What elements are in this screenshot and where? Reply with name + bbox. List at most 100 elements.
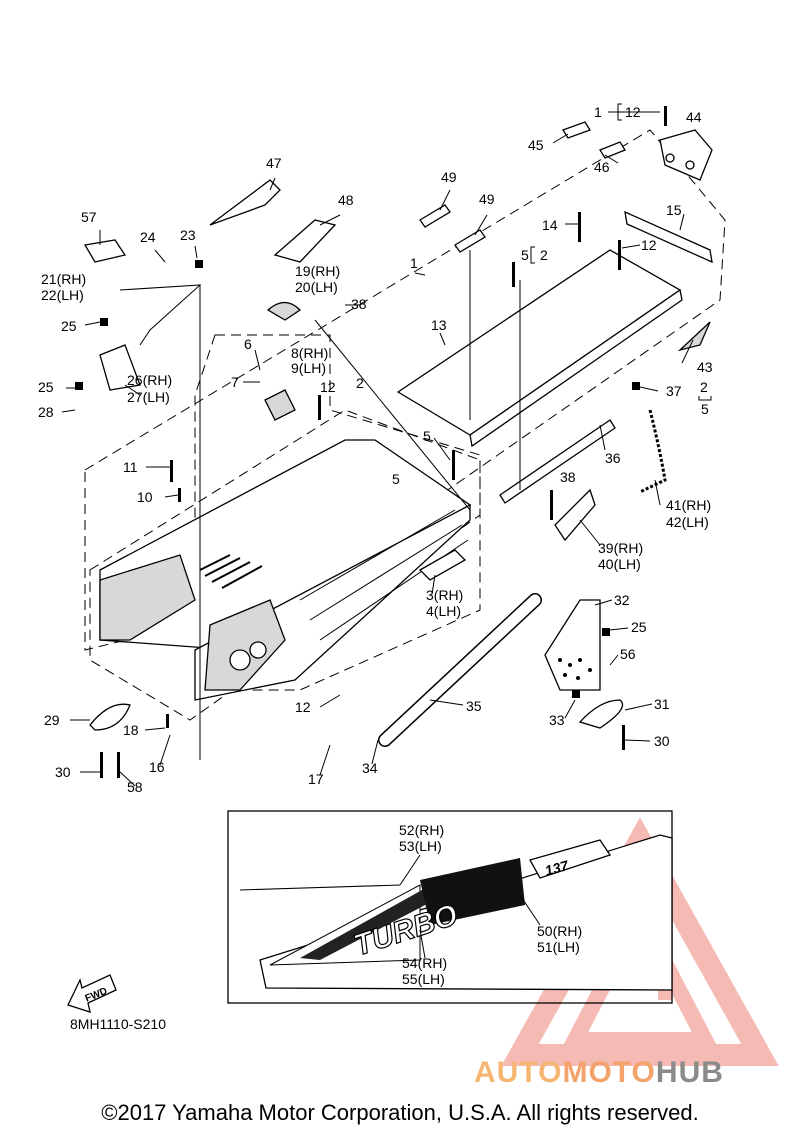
strap-chain — [639, 409, 667, 494]
callout-label: 1 — [410, 255, 418, 271]
callout-label: 43 — [697, 359, 713, 375]
callout-label: 36 — [605, 450, 621, 466]
callout-labels: 1 12 44 45 46 47 49 49 48 57 24 23 19(RH… — [38, 104, 713, 795]
callout-label: 5 — [392, 471, 400, 487]
callout-label: 15 — [666, 202, 682, 218]
callout-label: 30 — [55, 764, 71, 780]
callout-label: 58 — [127, 779, 143, 795]
callout-label: 25 — [61, 318, 77, 334]
leader-lines — [61, 111, 694, 787]
callout-label: 42(LH) — [666, 514, 709, 530]
callout-label: 2 — [540, 247, 548, 263]
callout-label: 33 — [549, 712, 565, 728]
callout-label: 50(RH) — [537, 923, 582, 939]
callout-label: 4(LH) — [426, 603, 461, 619]
callout-label: 5 — [423, 428, 431, 444]
callout-label: 18 — [123, 722, 139, 738]
bracket-26 — [99, 344, 141, 391]
callout-label: 23 — [180, 227, 196, 243]
callout-label: 26(RH) — [127, 372, 172, 388]
callout-label: 55(LH) — [402, 971, 445, 987]
callout-label: 19(RH) — [295, 263, 340, 279]
decal-model-number: 137 — [543, 857, 571, 879]
bracket-3 — [418, 549, 467, 581]
callout-label: 31 — [654, 696, 670, 712]
assembly-boundary-3 — [89, 409, 481, 721]
guard-39 — [554, 488, 596, 542]
callout-label: 49 — [479, 191, 495, 207]
rear-bumper-bracket — [624, 210, 713, 264]
callout-label: 12 — [320, 379, 336, 395]
callout-label: 12 — [295, 699, 311, 715]
callout-label: 24 — [140, 229, 156, 245]
decal-47 — [209, 179, 281, 226]
fasteners — [75, 106, 667, 778]
footrest-plate-32 — [544, 599, 601, 691]
reflector-43 — [677, 321, 711, 352]
callout-label: 6 — [244, 336, 252, 352]
callout-label: 28 — [38, 404, 54, 420]
watermark-wordmark: AUTOMOTOHUB — [474, 1056, 724, 1090]
rail-strip — [499, 419, 616, 504]
callout-label: 12 — [641, 237, 657, 253]
callout-label: 38 — [351, 296, 367, 312]
callout-label: 11 — [123, 459, 138, 475]
diagram-code: 8MH1110-S210 — [70, 1016, 166, 1032]
callout-label: 2 — [700, 379, 708, 395]
callout-label: 25 — [38, 379, 54, 395]
callout-label: 54(RH) — [402, 955, 447, 971]
callout-label: 52(RH) — [399, 822, 444, 838]
callout-label: 7 — [231, 374, 239, 390]
callout-label: 10 — [137, 489, 153, 505]
callout-label: 14 — [542, 217, 558, 233]
callout-label: 20(LH) — [295, 279, 338, 295]
callout-label: 41(RH) — [666, 497, 711, 513]
callout-label: 38 — [560, 469, 576, 485]
callout-label: 16 — [149, 759, 165, 775]
group-brackets — [530, 103, 712, 401]
callout-label: 40(LH) — [598, 556, 641, 572]
forward-arrow-icon: FWD — [67, 974, 117, 1013]
callout-label: 17 — [308, 771, 324, 787]
callout-label: 51(LH) — [537, 939, 580, 955]
callout-label: 39(RH) — [598, 540, 643, 556]
callout-label: 25 — [631, 619, 647, 635]
grab-tube — [378, 593, 542, 747]
callout-label: 34 — [362, 760, 378, 776]
cover-19 — [266, 301, 302, 321]
watermark-hub: HUB — [655, 1056, 724, 1089]
callout-label: 13 — [431, 317, 447, 333]
callout-label: 56 — [620, 646, 636, 662]
callout-label: 35 — [466, 698, 482, 714]
callout-label: 3(RH) — [426, 587, 463, 603]
callout-label: 12 — [625, 104, 641, 120]
callout-label: 29 — [44, 712, 60, 728]
callout-label: 22(LH) — [41, 287, 84, 303]
callout-label: 32 — [614, 592, 630, 608]
tunnel-top-plate — [396, 249, 683, 448]
callout-label: 49 — [441, 169, 457, 185]
callout-label: 37 — [666, 383, 682, 399]
callout-label: 9(LH) — [291, 360, 326, 376]
decal-49a — [419, 204, 451, 228]
callout-label: 48 — [338, 192, 354, 208]
callout-label: 30 — [654, 733, 670, 749]
callout-label: 8(RH) — [291, 345, 328, 361]
step-pad-31 — [578, 699, 624, 729]
mount-8 — [264, 389, 296, 421]
decal-46 — [599, 141, 626, 159]
decal-49b — [454, 229, 486, 253]
hitch-44 — [659, 129, 713, 181]
assembly-boundary-2 — [194, 334, 481, 691]
watermark-moto: MOTO — [562, 1056, 656, 1089]
tunnel-frame — [99, 439, 472, 701]
step-pad-29 — [89, 703, 131, 731]
callout-label: 5 — [701, 401, 709, 417]
callout-label: 45 — [528, 137, 544, 153]
callout-label: 47 — [266, 155, 282, 171]
callout-label: 1 — [594, 104, 602, 120]
decal-inset: 137 TURBO 52(RH) 53(LH) 50(RH) 51(LH) 54… — [227, 810, 673, 1004]
callout-label: 44 — [686, 109, 702, 125]
watermark-auto: AUTO — [474, 1056, 563, 1089]
callout-label: 2 — [356, 375, 364, 391]
